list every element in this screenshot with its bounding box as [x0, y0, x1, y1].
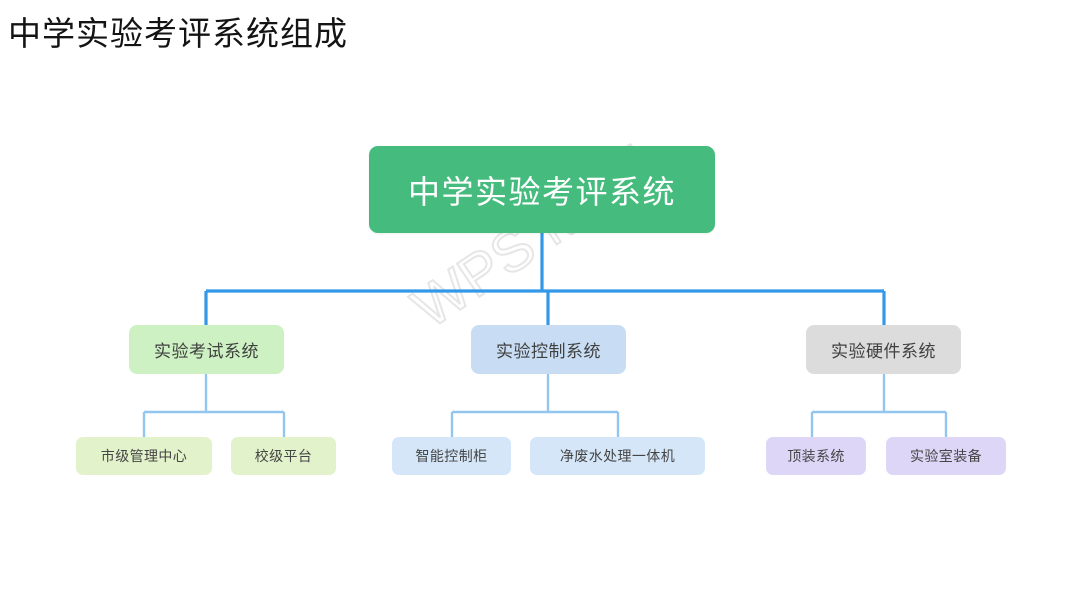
node-hardware-system[interactable]: 实验硬件系统: [806, 325, 961, 374]
level1-connectors: [204, 233, 886, 325]
node-laboratory-equipment-label: 实验室装备: [910, 448, 982, 464]
node-exam-system[interactable]: 实验考试系统: [129, 325, 284, 374]
node-exam-system-label: 实验考试系统: [154, 342, 259, 361]
node-smart-control-cabinet[interactable]: 智能控制柜: [392, 437, 511, 475]
node-root-label: 中学实验考评系统: [407, 173, 676, 210]
node-school-platform[interactable]: 校级平台: [231, 437, 336, 475]
node-control-system[interactable]: 实验控制系统: [471, 325, 626, 374]
node-school-platform-label: 校级平台: [254, 448, 313, 464]
node-top-mounted-system[interactable]: 顶装系统: [766, 437, 866, 475]
node-laboratory-equipment[interactable]: 实验室装备: [886, 437, 1006, 475]
node-smart-control-cabinet-label: 智能控制柜: [415, 448, 488, 464]
node-hardware-system-label: 实验硬件系统: [831, 342, 936, 361]
node-wastewater-treatment-machine[interactable]: 净废水处理一体机: [530, 437, 705, 475]
node-top-mounted-system-label: 顶装系统: [787, 448, 845, 464]
node-root-system[interactable]: 中学实验考评系统: [369, 146, 715, 233]
node-city-management-center[interactable]: 市级管理中心: [76, 437, 212, 475]
node-wastewater-treatment-machine-label: 净废水处理一体机: [559, 448, 676, 464]
page-title: 中学实验考评系统组成: [8, 17, 348, 53]
node-city-management-center-label: 市级管理中心: [100, 448, 188, 464]
node-control-system-label: 实验控制系统: [496, 342, 601, 361]
level2-connectors: [142, 374, 948, 437]
